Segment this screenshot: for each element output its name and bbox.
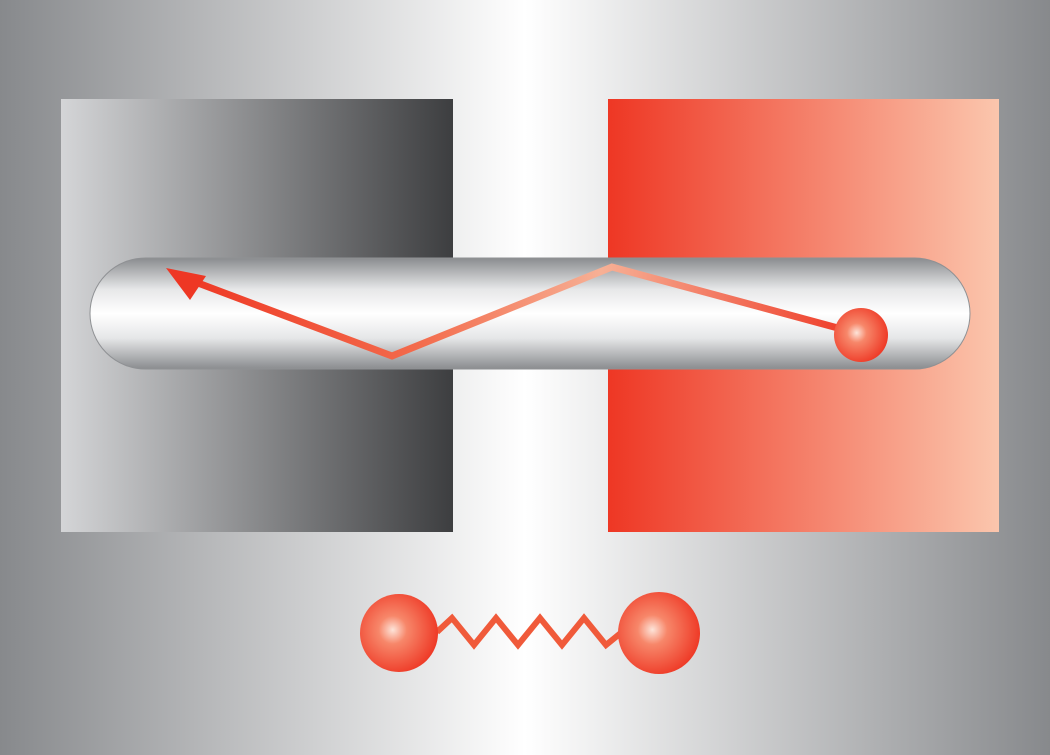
particle — [834, 308, 888, 362]
molecule — [360, 592, 700, 674]
molecule-atom-left — [360, 594, 438, 672]
spring — [434, 613, 624, 650]
particle-trajectory — [188, 263, 861, 360]
molecule-atom-right — [618, 592, 700, 674]
arrowhead-icon — [166, 268, 206, 300]
channel-tube — [89, 257, 971, 370]
